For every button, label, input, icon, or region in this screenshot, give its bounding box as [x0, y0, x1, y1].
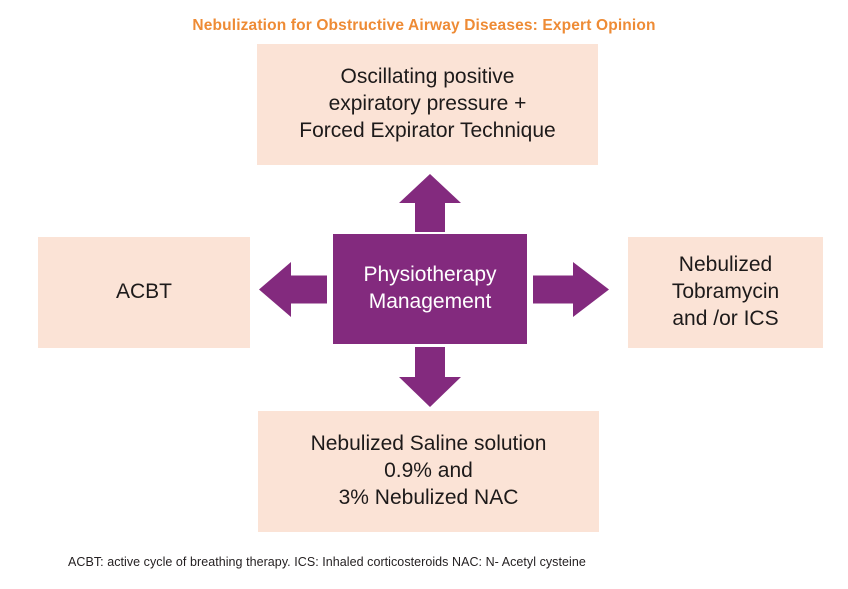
arrow-down-icon [399, 347, 461, 407]
node-top-oscillating-pep: Oscillating positive expiratory pressure… [257, 44, 598, 165]
node-center-physiotherapy-management: Physiotherapy Management [333, 234, 527, 344]
node-bottom-label: Nebulized Saline solution 0.9% and 3% Ne… [310, 432, 547, 509]
node-left-label: ACBT [115, 280, 172, 304]
node-right-label: Nebulized Tobramycin and /or ICS [671, 253, 780, 330]
node-bottom-nebulized-saline: Nebulized Saline solution 0.9% and 3% Ne… [258, 411, 599, 532]
figure-title: Nebulization for Obstructive Airway Dise… [192, 17, 656, 34]
node-center-label: Physiotherapy Management [363, 263, 497, 313]
arrow-right-icon [533, 262, 609, 317]
arrow-up-icon [399, 174, 461, 232]
node-right-nebulized-tobramycin: Nebulized Tobramycin and /or ICS [628, 237, 823, 348]
node-top-label: Oscillating positive expiratory pressure… [299, 65, 556, 142]
figure-footnote: ACBT: active cycle of breathing therapy.… [68, 555, 586, 569]
node-left-acbt: ACBT [38, 237, 250, 348]
arrow-left-icon [259, 262, 327, 317]
